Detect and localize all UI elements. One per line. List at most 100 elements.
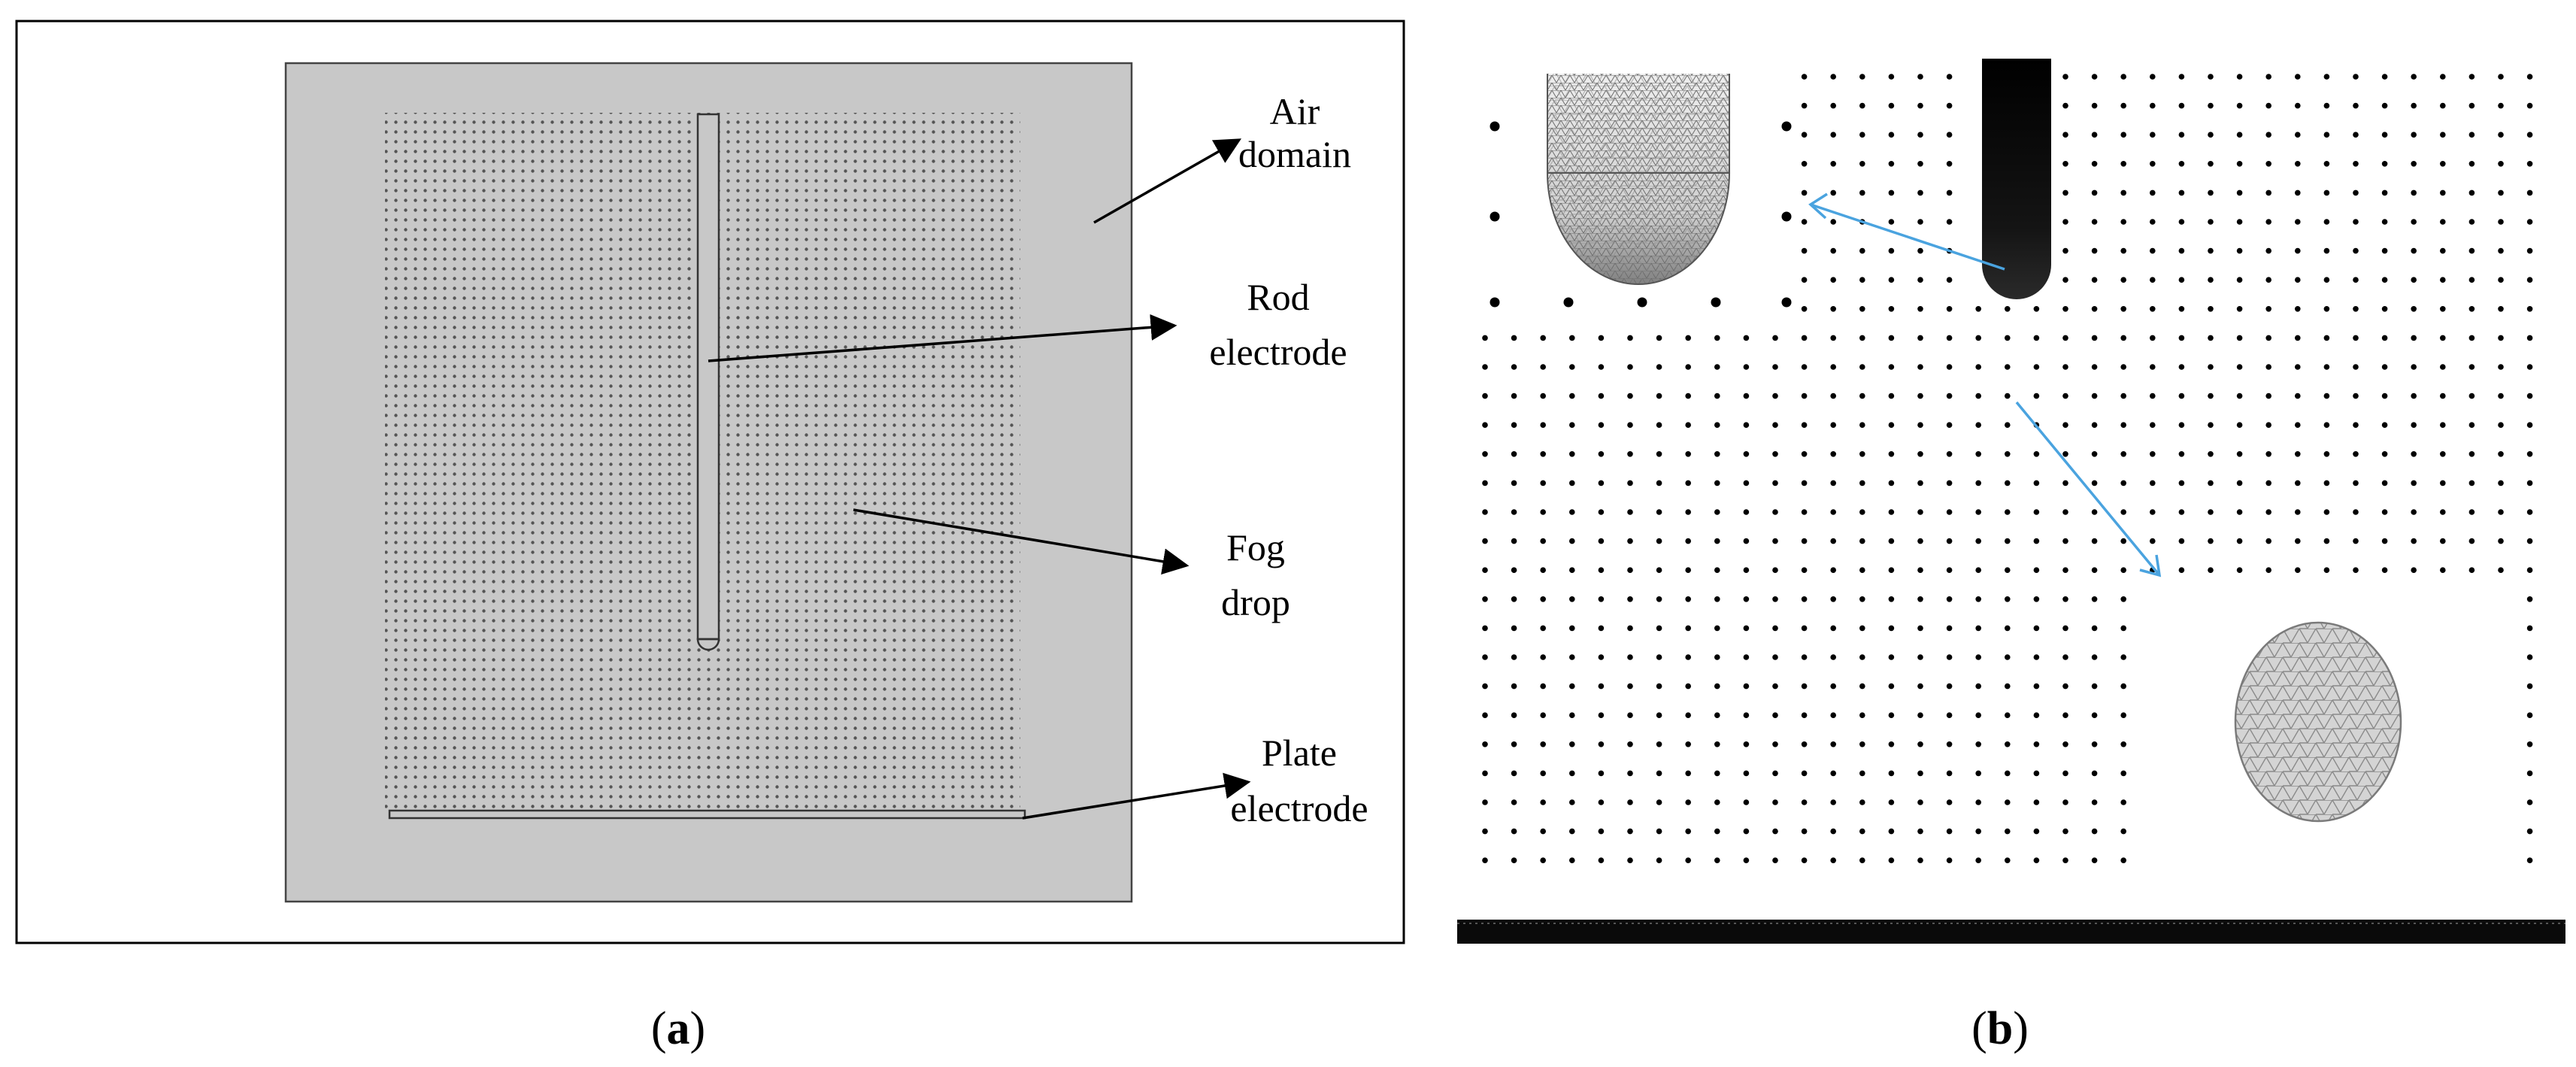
fog-drop-dot [1482,625,1488,632]
fog-drop-dot [2120,422,2126,428]
fog-drop-dot [2033,857,2040,863]
fog-drop-dot [2440,451,2446,457]
fog-drop-dot [2265,393,2271,399]
fog-drop-dot [2033,335,2040,341]
fog-drop-dot [1743,712,1750,718]
fog-drop-dot [2323,74,2330,80]
fog-drop-dot [2236,161,2243,167]
fog-drop-dot [1627,770,1633,777]
fog-drop-dot [1656,335,1662,341]
fog-drop-dot [1801,770,1808,777]
fog-drop-dot [2353,161,2359,167]
fog-drop-dot [1946,364,1953,370]
fog-drop-dot [1975,306,1981,312]
fog-drop-dot [1540,799,1546,805]
fog-drop-dot [1511,741,1517,747]
fog-drop-dot [2091,799,2098,805]
fog-drop-dot [2323,102,2330,109]
fog-drop-dot [2178,393,2185,399]
fog-drop-dot [2468,161,2475,167]
fog-drop-dot [2468,102,2475,109]
fog-drop-dot [2498,277,2504,283]
fog-drop-dot [1569,741,1575,747]
fog-drop-dot [1685,567,1691,573]
fog-drop-dot [1656,770,1662,777]
fog-drop-dot [2120,161,2126,167]
fog-drop-dot [1859,247,1865,254]
fog-drop-dot [1743,799,1750,805]
fog-drop-dot [2033,828,2040,835]
fog-drop-dot [1888,161,1895,167]
fog-drop-dot [2033,480,2040,487]
fog-drop-dot [1946,538,1953,544]
fog-drop-dot [2062,770,2068,777]
fog-drop-dot [2120,74,2126,80]
fog-drop-dot [1917,828,1923,835]
fog-drop-dot [1540,741,1546,747]
fog-drop-dot [2062,74,2068,80]
fog-drop-dot [1685,625,1691,632]
fog-drop-dot [2062,741,2068,747]
fog-drop-dot [2150,277,2156,283]
fog-drop-dot [1888,393,1895,399]
fog-drop-dot [2178,189,2185,196]
fog-drop-dot [1859,102,1865,109]
fog-drop-dot [1830,364,1836,370]
fog-drop-dot [2353,335,2359,341]
fog-drop-dot [2033,770,2040,777]
fog-drop-dot [2062,451,2068,457]
fog-drop-dot [1888,857,1895,863]
fog-drop-dot [2120,393,2126,399]
fog-drop-dot [2468,74,2475,80]
fog-drop-dot [2091,625,2098,632]
fog-drop-dot [1656,451,1662,457]
fog-drop-dot [1801,683,1808,690]
fog-drop-dot [2295,306,2301,312]
fog-drop-dot [1772,393,1778,399]
fog-drop-dot [1569,480,1575,487]
fog-drop-dot [1830,828,1836,835]
fog-drop-dot [2005,712,2011,718]
fog-drop-dot [1917,683,1923,690]
fog-drop-dot [2033,538,2040,544]
fog-drop-dot [2526,393,2533,399]
fog-drop-dot [1598,683,1605,690]
fog-drop-dot [2468,393,2475,399]
fog-drop-dot [1627,654,1633,660]
fog-drop-dot [2498,538,2504,544]
fog-drop-dot [1685,335,1691,341]
fog-drop-dot [2323,509,2330,515]
fog-drop-dot [1685,799,1691,805]
fog-drop-dot [1830,480,1836,487]
fog-drop-dot [2440,102,2446,109]
fog-drop-dot [2353,132,2359,138]
fog-drop-dot [1772,596,1778,602]
fog-drop-dot [1569,422,1575,428]
fog-drop-dot [1540,422,1546,428]
fog-drop-dot [2033,741,2040,747]
fog-drop-dot [1946,393,1953,399]
fog-drop-dot [1482,538,1488,544]
fog-drop-dot [2062,189,2068,196]
fog-drop-dot [2091,770,2098,777]
fog-drop-dot [2005,393,2011,399]
fog-drop-dot [1482,741,1488,747]
fog-drop-dot [1482,335,1488,341]
fog-drop-dot [1975,857,1981,863]
fog-drop-dot [2381,364,2388,370]
fog-drop-dot [1801,277,1808,283]
fog-drop-dot [2236,480,2243,487]
fog-drop-dot [1511,393,1517,399]
fog-drop-dot [2323,393,2330,399]
fog-drop-dot [1482,364,1488,370]
fog-drop-dot [1975,596,1981,602]
fog-drop-dot [1482,828,1488,835]
fog-drop-dot [2295,480,2301,487]
fog-drop-dot [1859,857,1865,863]
fog-drop-dot [2062,683,2068,690]
fog-drop-dot [2411,480,2417,487]
fog-drop-dot [1656,538,1662,544]
fog-drop-dot [2178,247,2185,254]
fog-drop-dot [1598,422,1605,428]
fog-drop-dot [2498,306,2504,312]
